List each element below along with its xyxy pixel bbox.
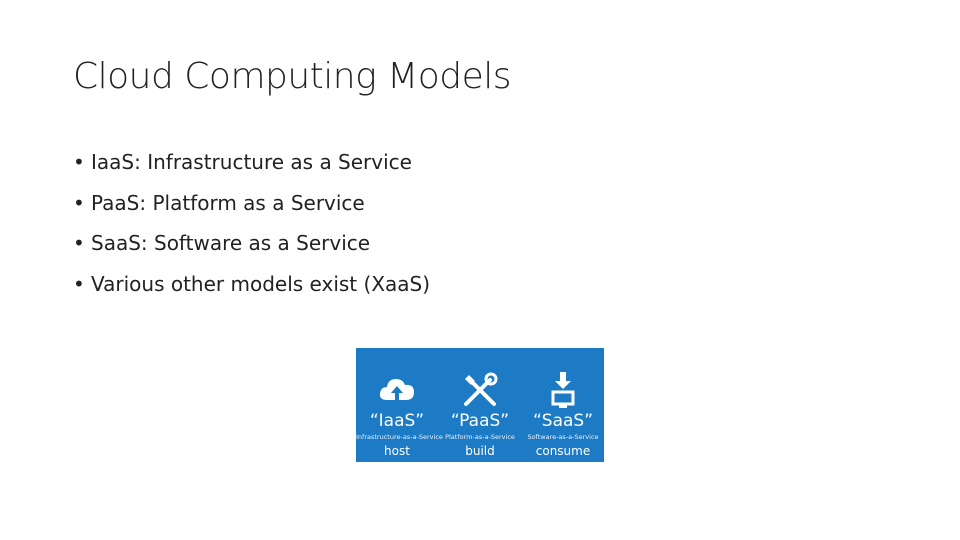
bullet-text: PaaS: Platform as a Service (91, 190, 365, 215)
iaas-subtitle: Infrastructure-as-a-Service (356, 433, 443, 441)
bullet-glyph: • (73, 231, 85, 255)
cloud-models-diagram: “IaaS” Infrastructure-as-a-Service host … (356, 348, 604, 462)
cloud-upload-icon (379, 379, 414, 400)
paas-subtitle: Platform-as-a-Service (445, 433, 515, 441)
paas-label: “PaaS” (450, 411, 510, 431)
iaas-verb: host (384, 444, 410, 458)
iaas-label: “IaaS” (369, 411, 425, 431)
bullet-glyph: • (73, 150, 85, 174)
bullet-glyph: • (73, 190, 85, 215)
bullet-item: •SaaS: Software as a Service (73, 227, 430, 268)
bullet-text: SaaS: Software as a Service (91, 231, 371, 255)
bullet-text: IaaS: Infrastructure as a Service (91, 150, 412, 174)
paas-verb: build (465, 444, 495, 458)
bullet-text: Various other models exist (XaaS) (91, 271, 431, 296)
bullet-list: •IaaS: Infrastructure as a Service •PaaS… (73, 146, 430, 308)
saas-verb: consume (535, 444, 591, 458)
tools-icon (464, 372, 498, 406)
saas-column: “SaaS” Software-as-a-Service consume (522, 348, 604, 462)
bullet-glyph: • (73, 271, 85, 296)
bullet-item: •IaaS: Infrastructure as a Service (73, 146, 430, 187)
bullet-item: •Various other models exist (XaaS) (73, 268, 430, 309)
iaas-column: “IaaS” Infrastructure-as-a-Service host (356, 348, 443, 462)
saas-subtitle: Software-as-a-Service (527, 433, 599, 441)
paas-column: “PaaS” Platform-as-a-Service build (439, 348, 521, 462)
slide-title: Cloud Computing Models (73, 56, 512, 97)
saas-label: “SaaS” (532, 411, 594, 431)
bullet-item: •PaaS: Platform as a Service (73, 187, 430, 228)
download-monitor-icon (551, 372, 575, 408)
